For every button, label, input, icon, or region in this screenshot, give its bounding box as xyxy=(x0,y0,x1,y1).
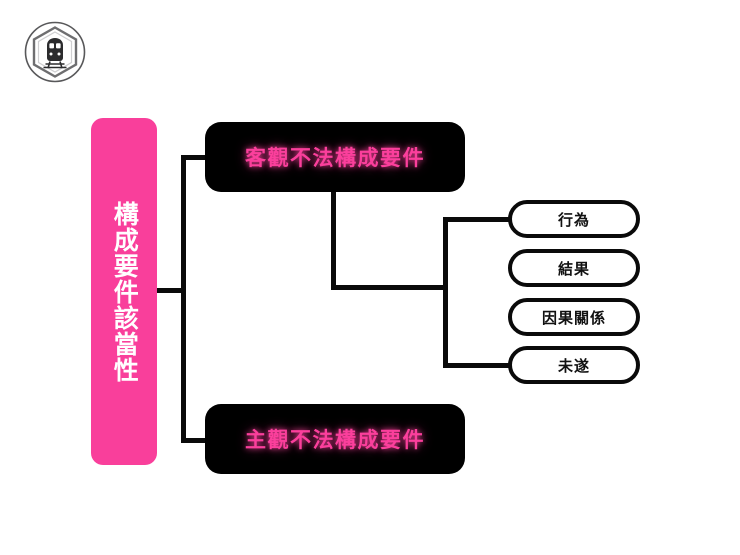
root-node-constitutive-elements[interactable]: 構成要件該當性 xyxy=(91,118,157,465)
leaf-node-attempt-label: 未遂 xyxy=(557,356,590,375)
connector-objective-drop xyxy=(331,190,336,290)
leaf-node-causation-label: 因果關係 xyxy=(541,308,606,327)
leaf-node-result-label: 結果 xyxy=(557,259,590,278)
train-icon xyxy=(24,21,86,83)
connector-left-arm-top xyxy=(181,155,209,160)
connector-right-arm-bottom xyxy=(443,363,511,368)
leaf-node-conduct-label: 行為 xyxy=(557,210,590,229)
node-objective-unlawful-elements[interactable]: 客觀不法構成要件 xyxy=(205,122,465,192)
train-emblem-logo xyxy=(23,20,87,84)
node-subjective-label: 主觀不法構成要件 xyxy=(245,428,425,452)
leaf-node-attempt[interactable]: 未遂 xyxy=(508,346,640,384)
connector-left-arm-bottom xyxy=(181,438,209,443)
leaf-node-conduct[interactable]: 行為 xyxy=(508,200,640,238)
connector-objective-run xyxy=(331,285,448,290)
root-node-label: 構成要件該當性 xyxy=(110,200,140,383)
leaf-node-result[interactable]: 結果 xyxy=(508,249,640,287)
leaf-node-causation[interactable]: 因果關係 xyxy=(508,298,640,336)
node-subjective-unlawful-elements[interactable]: 主觀不法構成要件 xyxy=(205,404,465,474)
connector-root-stem xyxy=(157,288,185,293)
connector-right-spine xyxy=(443,217,448,368)
node-objective-label: 客觀不法構成要件 xyxy=(245,146,425,170)
connector-right-arm-top xyxy=(443,217,511,222)
connector-left-spine xyxy=(181,155,186,443)
